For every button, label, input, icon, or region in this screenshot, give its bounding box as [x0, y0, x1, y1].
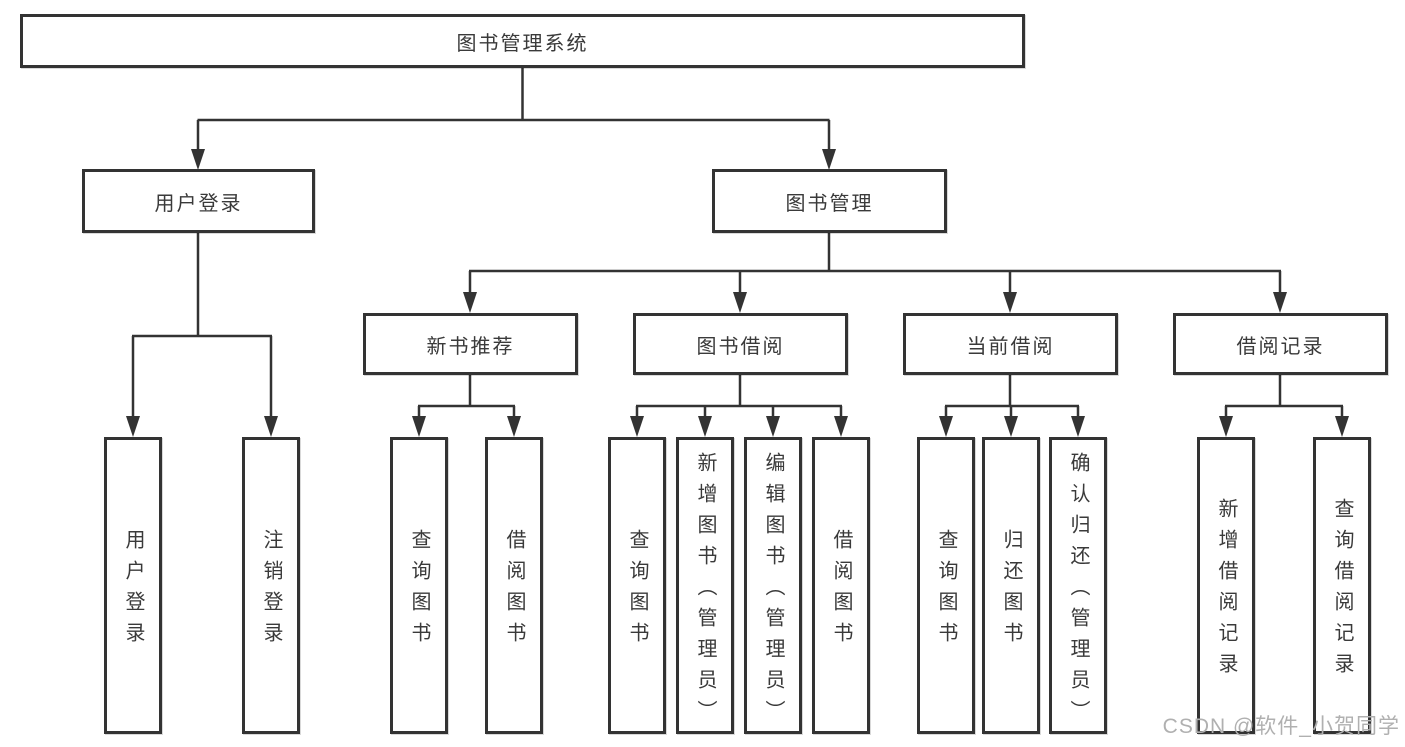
leaf-edit-books-admin: 编辑图书（管理员） [744, 437, 802, 734]
node-user-login: 用户登录 [82, 169, 315, 233]
node-book-management: 图书管理 [712, 169, 947, 233]
node-borrowing-records: 借阅记录 [1173, 313, 1388, 375]
leaf-query-borrow-record: 查询借阅记录 [1313, 437, 1371, 734]
leaf-add-books-admin: 新增图书（管理员） [676, 437, 734, 734]
leaf-label: 查询借阅记录 [1331, 498, 1353, 684]
node-book-borrowing: 图书借阅 [633, 313, 848, 375]
node-label: 借阅记录 [1236, 335, 1325, 358]
leaf-label: 查询图书 [626, 529, 648, 653]
csdn-watermark: CSDN @软件_小贺同学 [1162, 715, 1400, 738]
node-label: 新书推荐 [426, 335, 515, 358]
leaf-logout: 注销登录 [242, 437, 300, 734]
node-new-book-recommend: 新书推荐 [363, 313, 578, 375]
leaf-query-books-recommend: 查询图书 [390, 437, 448, 734]
node-label: 当前借阅 [966, 335, 1055, 358]
leaf-label: 借阅图书 [830, 529, 852, 653]
leaf-label: 新增图书（管理员） [694, 451, 716, 731]
leaf-borrow-books-recommend: 借阅图书 [485, 437, 543, 734]
leaf-confirm-return-admin: 确认归还（管理员） [1049, 437, 1107, 734]
leaf-label: 归还图书 [1000, 529, 1022, 653]
node-label: 图书管理系统 [456, 32, 589, 55]
node-label: 图书借阅 [696, 335, 785, 358]
node-label: 图书管理 [785, 192, 874, 215]
leaf-query-books-current: 查询图书 [917, 437, 975, 734]
leaf-return-books: 归还图书 [982, 437, 1040, 734]
leaf-label: 借阅图书 [503, 529, 525, 653]
leaf-label: 查询图书 [935, 529, 957, 653]
leaf-add-borrow-record: 新增借阅记录 [1197, 437, 1255, 734]
node-label: 用户登录 [154, 192, 243, 215]
leaf-label: 编辑图书（管理员） [762, 451, 784, 731]
node-library-management-system: 图书管理系统 [20, 14, 1025, 68]
leaf-label: 注销登录 [260, 529, 282, 653]
leaf-query-books-borrowing: 查询图书 [608, 437, 666, 734]
leaf-label: 查询图书 [408, 529, 430, 653]
leaf-label: 确认归还（管理员） [1067, 451, 1089, 731]
leaf-borrow-books-borrowing: 借阅图书 [812, 437, 870, 734]
leaf-user-login: 用户登录 [104, 437, 162, 734]
leaf-label: 新增借阅记录 [1215, 498, 1237, 684]
leaf-label: 用户登录 [122, 529, 144, 653]
node-current-borrowing: 当前借阅 [903, 313, 1118, 375]
